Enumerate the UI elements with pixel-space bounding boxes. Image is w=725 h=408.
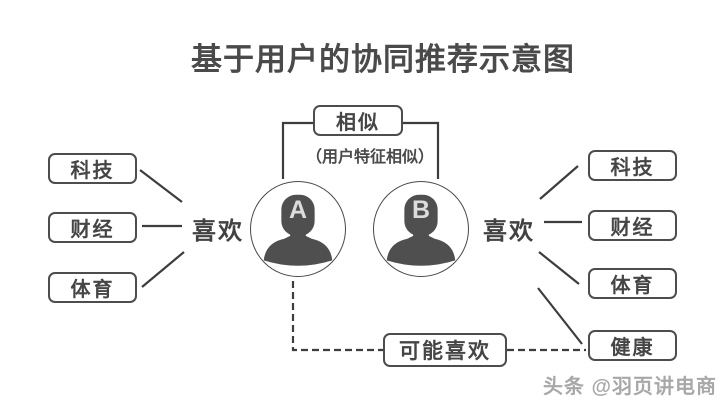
connector-right-likes-health (537, 287, 583, 345)
user-a-avatar: A (250, 181, 346, 277)
right-topic-box-tech: 科技 (588, 150, 677, 181)
connector-left-sports-likes (141, 251, 185, 288)
user-b-avatar: B (373, 181, 469, 277)
watermark-text: 头条 @羽页讲电商 (542, 376, 717, 398)
right-topic-box-sports: 体育 (588, 268, 677, 299)
right-topic-box-finance: 财经 (588, 210, 677, 241)
connector-user-a-maybe-like-dashed (291, 281, 383, 352)
connector-left-tech-likes (139, 169, 183, 203)
left-topic-box-tech: 科技 (48, 153, 137, 184)
left-likes-label: 喜欢 (192, 218, 244, 245)
person-silhouette-icon (263, 194, 333, 266)
similar-box: 相似 (313, 105, 403, 136)
similar-note: （用户特征相似） (305, 149, 434, 166)
connector-right-likes-sports (538, 251, 580, 285)
user-b-label: B (411, 196, 431, 224)
diagram-title: 基于用户的协同推荐示意图 (191, 42, 575, 77)
right-likes-label: 喜欢 (483, 218, 535, 245)
left-topic-box-sports: 体育 (48, 272, 137, 303)
right-topic-box-health: 健康 (588, 330, 677, 361)
person-silhouette-icon (386, 194, 456, 266)
connector-right-likes-tech (539, 165, 579, 200)
left-topic-box-finance: 财经 (48, 212, 137, 243)
user-a-label: A (288, 196, 308, 224)
maybe-like-box: 可能喜欢 (383, 333, 507, 367)
